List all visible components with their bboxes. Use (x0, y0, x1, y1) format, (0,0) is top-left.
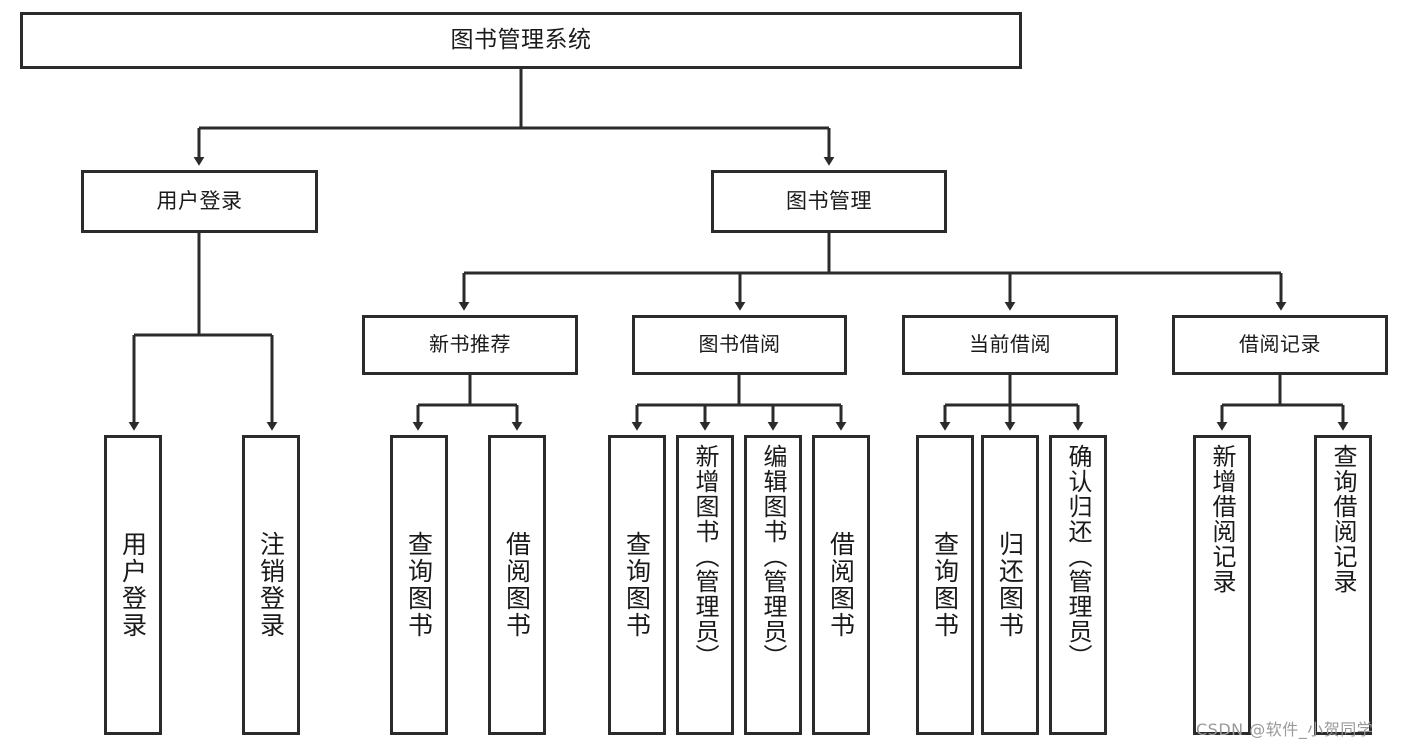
node-label: 查询图书 (930, 531, 960, 639)
node-label: 用户登录 (156, 189, 243, 214)
node-user-login[interactable]: 用户登录 (81, 170, 318, 233)
node-label: 确认归还（管理员） (1064, 444, 1092, 669)
node-label: 图书管理系统 (450, 27, 592, 54)
leaf-query-borrow-record[interactable]: 查询借阅记录 (1314, 435, 1372, 735)
node-label: 新增图书（管理员） (691, 444, 719, 669)
node-borrow-record[interactable]: 借阅记录 (1172, 315, 1388, 375)
leaf-confirm-return-admin[interactable]: 确认归还（管理员） (1049, 435, 1107, 735)
leaf-add-borrow-record[interactable]: 新增借阅记录 (1193, 435, 1251, 735)
leaf-query-book-borrow[interactable]: 查询图书 (608, 435, 666, 735)
node-current-borrow[interactable]: 当前借阅 (902, 315, 1118, 375)
leaf-query-book-recommend[interactable]: 查询图书 (390, 435, 448, 735)
leaf-logout-login[interactable]: 注销登录 (242, 435, 300, 735)
node-label: 查询借阅记录 (1329, 444, 1357, 594)
watermark: CSDN @软件_小贺同学 (1196, 720, 1374, 739)
node-book-borrow[interactable]: 图书借阅 (632, 315, 847, 375)
node-label: 查询图书 (622, 531, 652, 639)
leaf-return-book[interactable]: 归还图书 (981, 435, 1039, 735)
node-root-system[interactable]: 图书管理系统 (20, 12, 1022, 69)
node-label: 新书推荐 (429, 332, 511, 357)
node-label: 查询图书 (404, 531, 434, 639)
node-label: 借阅图书 (826, 531, 856, 639)
node-label: 当前借阅 (969, 332, 1051, 357)
node-label: 新增借阅记录 (1208, 444, 1236, 594)
leaf-add-book-admin[interactable]: 新增图书（管理员） (676, 435, 734, 735)
leaf-edit-book-admin[interactable]: 编辑图书（管理员） (744, 435, 802, 735)
node-label: 图书借阅 (698, 332, 781, 357)
node-label: 归还图书 (995, 531, 1025, 639)
node-label: 图书管理 (786, 189, 872, 214)
leaf-borrow-book[interactable]: 借阅图书 (812, 435, 870, 735)
node-new-book-recommend[interactable]: 新书推荐 (362, 315, 578, 375)
node-label: 编辑图书（管理员） (759, 444, 787, 669)
node-label: 用户登录 (118, 531, 148, 639)
node-book-management[interactable]: 图书管理 (711, 170, 947, 233)
node-label: 注销登录 (256, 531, 286, 639)
leaf-query-book-current[interactable]: 查询图书 (916, 435, 974, 735)
leaf-user-login[interactable]: 用户登录 (104, 435, 162, 735)
node-label: 借阅图书 (502, 531, 532, 639)
node-label: 借阅记录 (1239, 332, 1321, 357)
leaf-borrow-book-recommend[interactable]: 借阅图书 (488, 435, 546, 735)
